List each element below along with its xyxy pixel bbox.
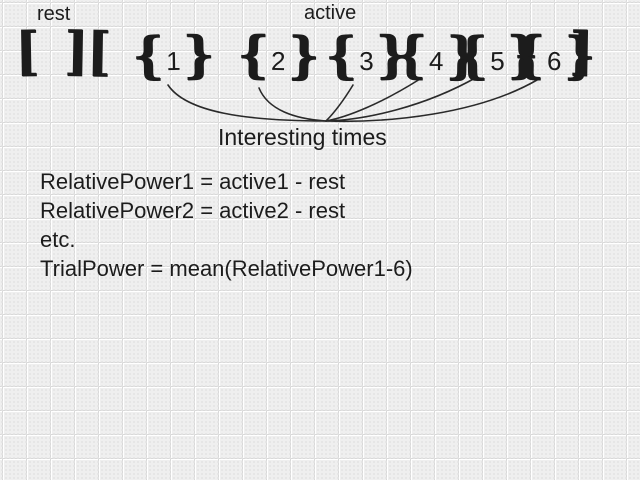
rest-active-separator-bracket: ][ xyxy=(63,20,110,83)
open-brace-4: { xyxy=(394,24,428,84)
rest-label: rest xyxy=(37,3,71,25)
close-brace-1: } xyxy=(182,24,216,84)
formula-line-2: RelativePower2 = active2 - rest xyxy=(40,198,346,223)
close-brace-2: } xyxy=(287,25,321,85)
open-brace-5: { xyxy=(455,25,489,85)
pointer-curve-4 xyxy=(325,78,421,122)
pointer-curves xyxy=(167,76,538,123)
pointer-curve-6 xyxy=(325,79,538,123)
formula-line-4: TrialPower = mean(RelativePower1-6) xyxy=(40,256,413,281)
active-label: active xyxy=(304,2,357,24)
formula-line-1: RelativePower1 = active1 - rest xyxy=(40,169,346,194)
formula-block: RelativePower1 = active1 - rest Relative… xyxy=(40,167,413,283)
formula-line-3: etc. xyxy=(40,227,76,252)
epoch-number-1: 1 xyxy=(165,45,181,76)
pointer-curve-3 xyxy=(325,84,354,122)
pointer-curve-5 xyxy=(325,76,478,122)
timeline-open-bracket: [ xyxy=(14,20,39,83)
open-brace-6: { xyxy=(512,24,546,84)
open-brace-1: { xyxy=(131,25,165,85)
epoch-number-2: 2 xyxy=(270,45,286,76)
interesting-times-label: Interesting times xyxy=(218,124,387,150)
timeline-close-bracket: ] xyxy=(568,20,593,83)
pointer-curve-1 xyxy=(167,84,327,122)
epoch-number-3: 3 xyxy=(358,45,374,76)
epoch-2: { 2 } xyxy=(236,24,321,85)
pointer-curve-2 xyxy=(258,87,327,122)
epoch-number-5: 5 xyxy=(489,45,505,76)
open-brace-3: { xyxy=(324,25,358,85)
epoch-number-6: 6 xyxy=(546,45,562,76)
epoch-number-4: 4 xyxy=(428,45,444,76)
epoch-1: { 1 } xyxy=(131,24,216,85)
open-brace-2: { xyxy=(236,24,270,84)
